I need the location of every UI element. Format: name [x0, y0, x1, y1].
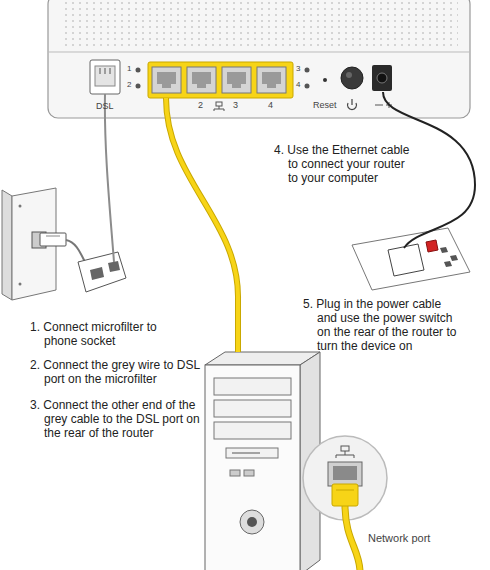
instruction-step: 2. Connect the grey wire to DSL port on …: [30, 358, 200, 386]
instruction-step: 5. Plug in the power cable and use the p…: [303, 297, 458, 353]
instruction-step: 3. Connect the other end of the grey cab…: [30, 398, 200, 440]
port-number: 4: [268, 100, 273, 111]
instruction-step: 4. Use the Ethernet cable to connect you…: [274, 143, 414, 185]
led-number: 2: [127, 80, 131, 89]
port-number: 3: [233, 100, 238, 111]
button-label: Reset: [313, 100, 337, 111]
port-number: 2: [198, 100, 203, 111]
port-label: DSL: [96, 101, 114, 112]
led-number: 1: [127, 64, 131, 73]
callout-label: Network port: [368, 532, 430, 545]
led-number: 3: [296, 64, 300, 73]
led-number: 4: [296, 80, 300, 89]
instruction-step: 1. Connect microfilter to phone socket: [30, 320, 180, 348]
